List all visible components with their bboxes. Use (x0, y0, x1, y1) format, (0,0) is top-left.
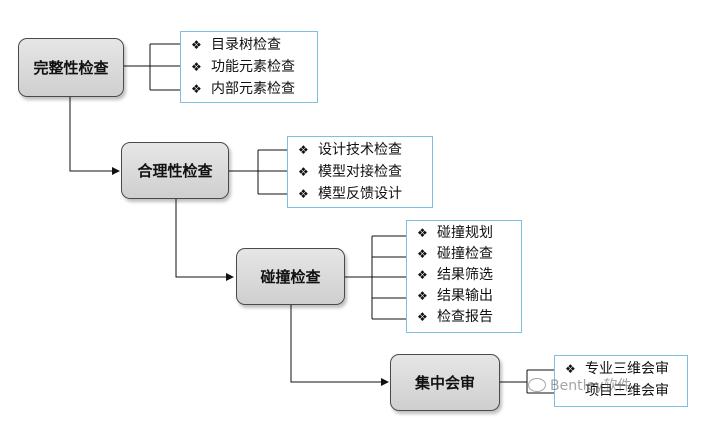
list-completeness-items: ❖ 目录树检查 ❖ 功能元素检查 ❖ 内部元素检查 (180, 31, 318, 103)
list-item: ❖ 碰撞规划 (417, 223, 521, 244)
watermark: Bentley软件 (528, 375, 631, 395)
item-label: 结果输出 (437, 288, 493, 304)
list-item: ❖ 结果输出 (417, 286, 521, 307)
stage-title: 碰撞检查 (260, 268, 321, 286)
item-label: 专业三维会审 (585, 361, 669, 377)
item-label: 检查报告 (437, 309, 493, 325)
list-item: 项目三维会审 (565, 380, 687, 402)
list-item: ❖ 目录树检查 (191, 34, 317, 56)
list-clash-items: ❖ 碰撞规划 ❖ 碰撞检查 ❖ 结果筛选 ❖ 结果输出 ❖ 检查报告 (406, 220, 522, 333)
arrow-1-2 (69, 97, 120, 175)
stage-completeness-check: 完整性检查 (18, 38, 124, 97)
list-item: ❖ 检查报告 (417, 307, 521, 328)
list-item: ❖ 碰撞检查 (417, 244, 521, 265)
item-label: 碰撞检查 (437, 246, 493, 262)
diamond-bullet-icon: ❖ (191, 82, 202, 96)
list-item: ❖ 专业三维会审 (565, 358, 687, 380)
diamond-bullet-icon: ❖ (191, 60, 202, 74)
item-label: 模型反馈设计 (318, 186, 402, 202)
stage-rationality-check: 合理性检查 (121, 142, 229, 199)
stage-clash-check: 碰撞检查 (236, 248, 345, 305)
stage-centralized-review: 集中会审 (390, 354, 500, 411)
list-item: ❖ 功能元素检查 (191, 56, 317, 78)
diamond-bullet-icon: ❖ (191, 38, 202, 52)
item-label: 模型对接检查 (318, 164, 402, 180)
item-label: 内部元素检查 (211, 81, 295, 97)
list-item: ❖ 设计技术检查 (298, 139, 432, 161)
watermark-text: Bentley软件 (550, 378, 632, 394)
diamond-bullet-icon: ❖ (298, 165, 309, 179)
stage-title: 集中会审 (414, 374, 475, 392)
diamond-bullet-icon: ❖ (417, 310, 428, 324)
stage-title: 完整性检查 (33, 59, 109, 77)
bracket-stage-3 (345, 235, 406, 320)
list-item: ❖ 模型反馈设计 (298, 183, 432, 205)
item-label: 设计技术检查 (318, 142, 402, 158)
diamond-bullet-icon: ❖ (417, 247, 428, 261)
item-label: 功能元素检查 (211, 59, 295, 75)
arrow-3-4 (290, 305, 389, 386)
diamond-bullet-icon: ❖ (565, 362, 576, 376)
item-label: 结果筛选 (437, 267, 493, 283)
diamond-bullet-icon: ❖ (298, 187, 309, 201)
list-review-items: ❖ 专业三维会审 项目三维会审 (554, 355, 688, 407)
arrow-2-3 (175, 199, 234, 281)
wechat-logo-icon (528, 378, 546, 392)
list-item: ❖ 模型对接检查 (298, 161, 432, 183)
list-item: ❖ 结果筛选 (417, 265, 521, 286)
diamond-bullet-icon: ❖ (417, 289, 428, 303)
item-label: 项目三维会审 (585, 383, 669, 399)
item-label: 目录树检查 (211, 37, 281, 53)
stage-title: 合理性检查 (137, 162, 213, 180)
diamond-bullet-icon: ❖ (417, 226, 428, 240)
diamond-bullet-icon: ❖ (298, 143, 309, 157)
item-label: 碰撞规划 (437, 225, 493, 241)
list-item: ❖ 内部元素检查 (191, 78, 317, 100)
bracket-stage-1 (124, 43, 180, 91)
diamond-bullet-icon: ❖ (417, 268, 428, 282)
bracket-stage-2 (229, 149, 287, 195)
list-rationality-items: ❖ 设计技术检查 ❖ 模型对接检查 ❖ 模型反馈设计 (287, 136, 433, 208)
bracket-stage-4 (500, 369, 554, 394)
